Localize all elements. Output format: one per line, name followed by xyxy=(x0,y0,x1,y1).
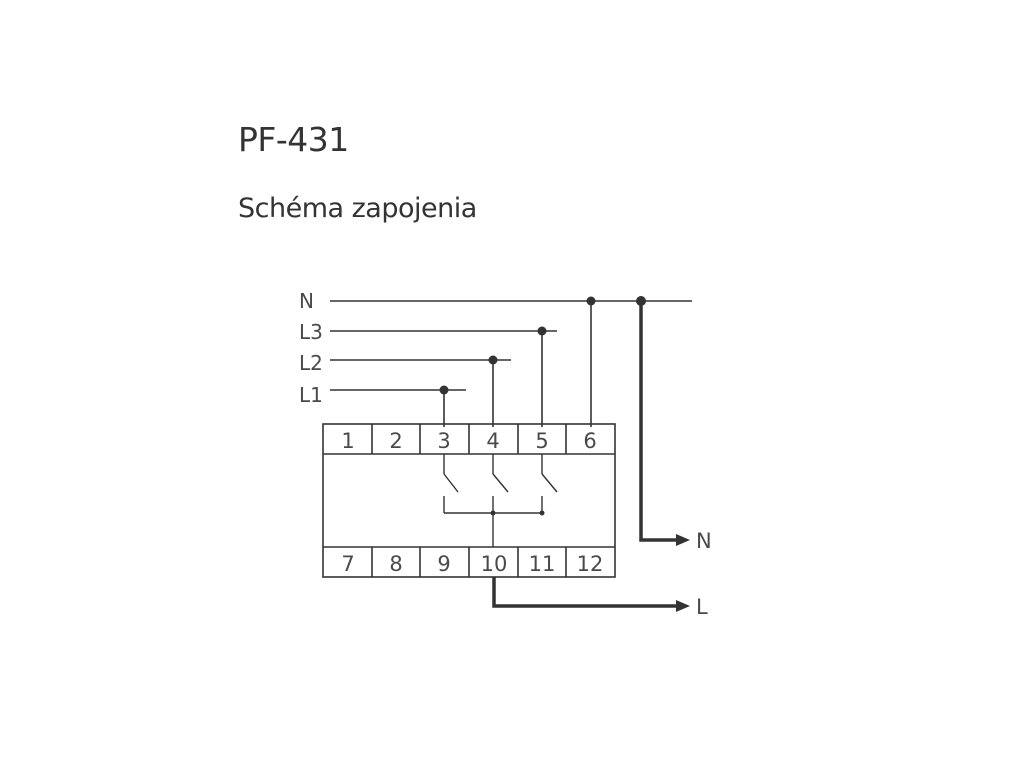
terminal-6: 6 xyxy=(583,429,596,453)
output-wire-l xyxy=(492,577,676,608)
input-label-l2: L2 xyxy=(299,351,323,375)
input-label-n: N xyxy=(299,289,314,313)
junction-dot xyxy=(439,385,449,395)
terminal-11: 11 xyxy=(529,552,556,576)
terminal-3: 3 xyxy=(437,429,450,453)
page-title: PF-431 xyxy=(238,120,349,159)
switch-contact-5 xyxy=(541,473,558,493)
output-label-l: L xyxy=(696,595,708,619)
junction-dot xyxy=(488,355,498,365)
output-label-n: N xyxy=(696,529,712,553)
page-subtitle: Schéma zapojenia xyxy=(238,193,477,224)
terminal-8: 8 xyxy=(389,552,402,576)
terminal-7: 7 xyxy=(341,552,354,576)
terminal-4: 4 xyxy=(486,429,499,453)
input-label-l1: L1 xyxy=(299,383,323,407)
switch-contact-4 xyxy=(492,473,509,493)
arrow-l-icon xyxy=(676,600,690,612)
input-label-l3: L3 xyxy=(299,320,323,344)
terminal-2: 2 xyxy=(389,429,402,453)
terminal-10: 10 xyxy=(481,552,508,576)
arrow-n-icon xyxy=(676,534,690,546)
junction-dot xyxy=(537,326,547,336)
terminal-12: 12 xyxy=(577,552,604,576)
output-wire-n xyxy=(639,301,676,542)
junction-dot xyxy=(586,296,596,306)
terminal-5: 5 xyxy=(535,429,548,453)
switch-contact-3 xyxy=(443,473,459,493)
terminal-9: 9 xyxy=(437,552,450,576)
terminal-1: 1 xyxy=(341,429,354,453)
